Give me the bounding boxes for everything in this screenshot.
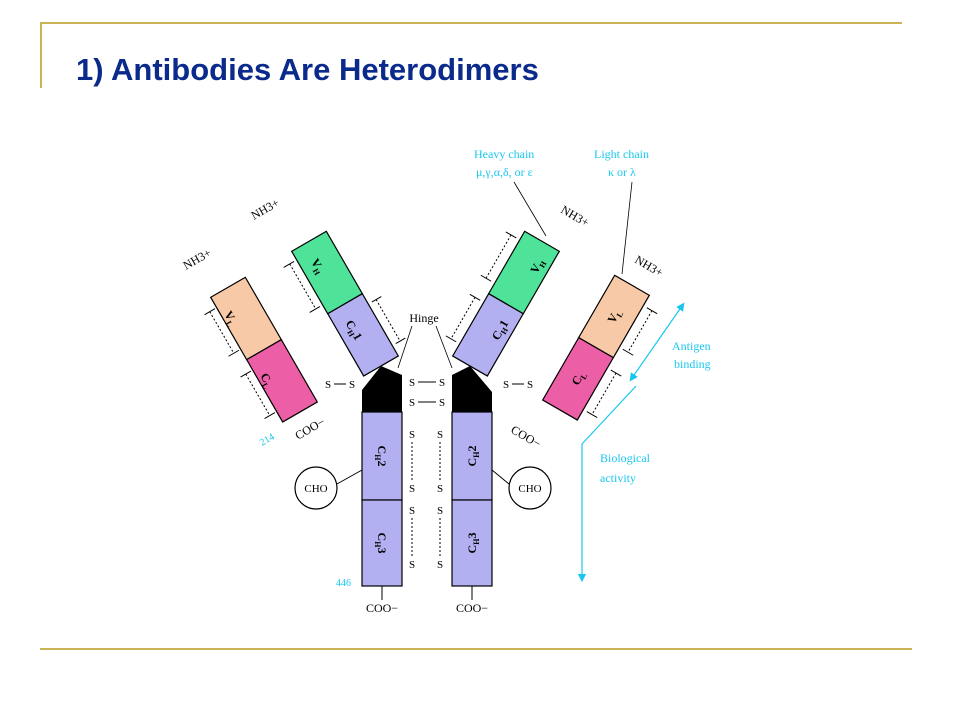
heavy-chain-label: Heavy chain (474, 147, 534, 161)
disulfide-s: S (409, 429, 415, 441)
nh3-left-light: NH3+ (181, 245, 214, 272)
stem-disulfides: S S S S S S S S (409, 429, 443, 571)
disulfide-s: S (437, 559, 443, 571)
domain-ch2-right (451, 411, 493, 501)
left-heavy-arm (283, 230, 406, 377)
domain-ch3-right (451, 499, 493, 587)
top-rule (40, 22, 902, 24)
hinge-right (452, 366, 492, 412)
disulfide-s: S (409, 505, 415, 517)
domain-vh-left (290, 230, 364, 315)
binding-label: binding (674, 357, 711, 371)
left-light-chain (204, 276, 319, 423)
disulfide-s: S (503, 379, 509, 391)
nh3-left-heavy: NH3+ (249, 195, 282, 222)
disulfide-s: S (325, 379, 331, 391)
cho-left (294, 466, 338, 510)
hinge-disulfides: S S S S (409, 377, 445, 409)
nh3-right-heavy: NH3+ (559, 202, 592, 229)
antigen-binding-arrow (629, 302, 685, 382)
biological-activity-arrow (581, 385, 637, 445)
disulfide-s: S (409, 397, 415, 409)
disulfide-s: S (437, 483, 443, 495)
domain-cl-left (245, 338, 319, 423)
activity-label: activity (600, 471, 636, 485)
right-heavy-arm (445, 230, 561, 377)
cho-right (508, 466, 552, 510)
residue-214: 214 (258, 432, 276, 449)
right-light-chain (541, 274, 658, 421)
light-heavy-disulfides: S S S S (325, 379, 533, 391)
light-chain-isotypes: κ or λ (608, 165, 636, 179)
bottom-rule (40, 648, 912, 650)
disulfide-s: S (409, 377, 415, 389)
disulfide-s: S (349, 379, 355, 391)
ch2-right-label: CH2 (465, 446, 481, 467)
cl-right-label: CL (568, 368, 589, 388)
ch3-left-label: CH3 (373, 533, 389, 554)
ch2-left-label: CH2 (373, 446, 389, 467)
ch3-right-label: CH3 (465, 533, 481, 554)
cho-left-label: CHO (304, 483, 327, 495)
residue-446: 446 (336, 578, 351, 589)
heavy-chain-isotypes: μ,γ,α,δ, or ε (476, 165, 533, 179)
cho-right-label: CHO (518, 483, 541, 495)
disulfide-s: S (437, 429, 443, 441)
vh-right-label: VH (527, 255, 549, 277)
biological-label: Biological (600, 451, 651, 465)
antigen-label: Antigen (672, 339, 711, 353)
coo-right-light: COO− (509, 422, 544, 450)
disulfide-s: S (527, 379, 533, 391)
disulfide-s: S (437, 505, 443, 517)
disulfide-s: S (409, 483, 415, 495)
disulfide-s: S (439, 397, 445, 409)
domain-cl-right (541, 336, 615, 421)
coo-right-heavy: COO− (456, 601, 488, 615)
disulfide-s: S (439, 377, 445, 389)
left-rule (40, 22, 42, 88)
nh3-right-light: NH3+ (633, 252, 666, 279)
light-chain-label: Light chain (594, 147, 649, 161)
coo-left-light: COO− (293, 414, 328, 442)
hinge-left (362, 366, 402, 412)
slide-title: 1) Antibodies Are Heterodimers (76, 52, 539, 87)
disulfide-s: S (409, 559, 415, 571)
domain-ch3-left (361, 499, 403, 587)
coo-left-heavy: COO− (366, 601, 398, 615)
vl-right-label: VL (604, 306, 625, 326)
domain-vh-right (487, 230, 561, 315)
hinge-label: Hinge (409, 311, 438, 325)
